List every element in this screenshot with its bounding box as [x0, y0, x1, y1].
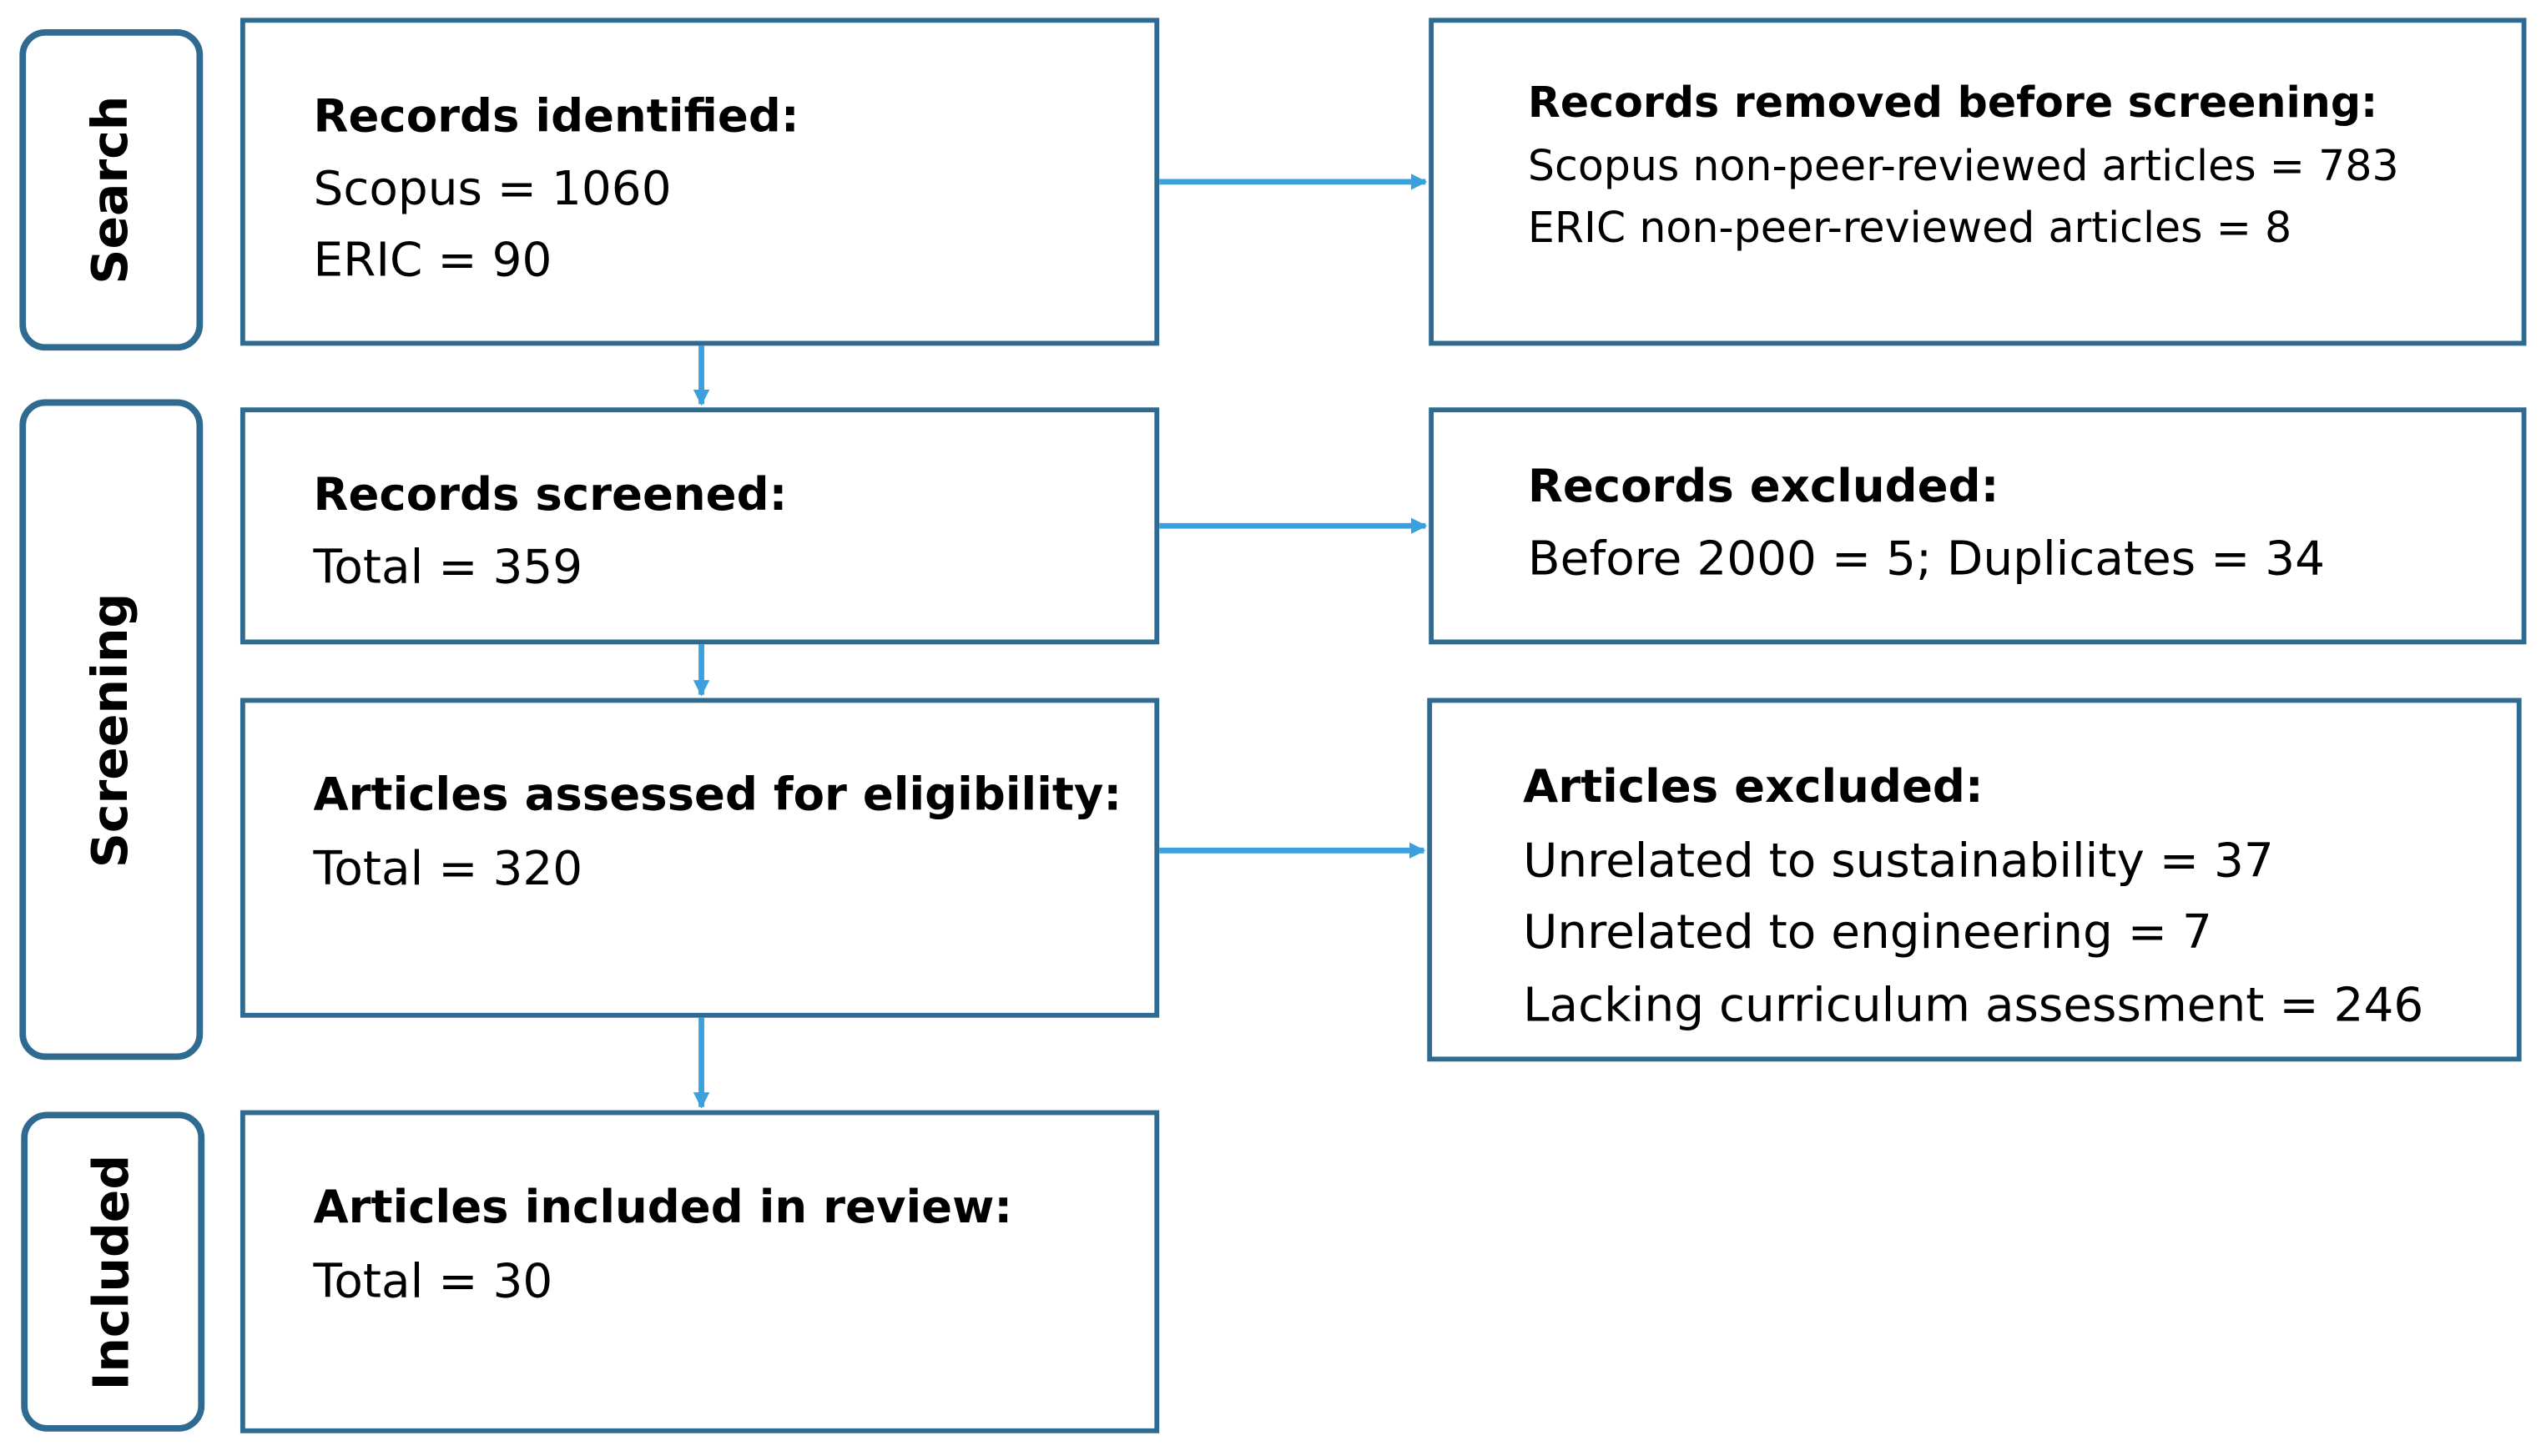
articles-included-box: Articles included in review: Total = 30: [239, 1110, 1160, 1433]
records-excluded-title: Records excluded:: [1527, 459, 1999, 513]
records-screened-total: Total = 359: [313, 538, 583, 594]
articles-assessed-total: Total = 320: [313, 840, 583, 896]
phase-included: Included: [21, 1111, 205, 1432]
articles-excluded-title: Articles excluded:: [1523, 759, 1984, 814]
articles-excluded-engineering: Unrelated to engineering = 7: [1523, 904, 2212, 960]
phase-search: Search: [19, 29, 204, 351]
records-identified-eric: ERIC = 90: [313, 232, 552, 288]
records-screened-box: Records screened: Total = 359: [239, 407, 1160, 645]
records-screened-title: Records screened:: [313, 467, 788, 521]
articles-assessed-title: Articles assessed for eligibility:: [313, 768, 1122, 822]
articles-included-title: Articles included in review:: [313, 1180, 1013, 1234]
articles-excluded-box: Articles excluded: Unrelated to sustaina…: [1427, 698, 2522, 1062]
records-removed-box: Records removed before screening: Scopus…: [1429, 18, 2527, 346]
records-excluded-detail: Before 2000 = 5; Duplicates = 34: [1527, 531, 2326, 587]
articles-assessed-box: Articles assessed for eligibility: Total…: [239, 698, 1160, 1018]
articles-excluded-curriculum: Lacking curriculum assessment = 246: [1523, 977, 2424, 1033]
records-removed-title: Records removed before screening:: [1527, 79, 2378, 128]
phase-screening: Screening: [19, 399, 204, 1061]
records-identified-scopus: Scopus = 1060: [313, 160, 672, 216]
records-removed-scopus: Scopus non-peer-reviewed articles = 783: [1527, 143, 2399, 192]
records-identified-box: Records identified: Scopus = 1060 ERIC =…: [239, 18, 1160, 346]
articles-excluded-sustainability: Unrelated to sustainability = 37: [1523, 832, 2274, 889]
articles-included-total: Total = 30: [313, 1252, 553, 1308]
records-excluded-box: Records excluded: Before 2000 = 5; Dupli…: [1429, 407, 2527, 645]
records-identified-title: Records identified:: [313, 88, 799, 144]
records-removed-eric: ERIC non-peer-reviewed articles = 8: [1527, 204, 2292, 254]
